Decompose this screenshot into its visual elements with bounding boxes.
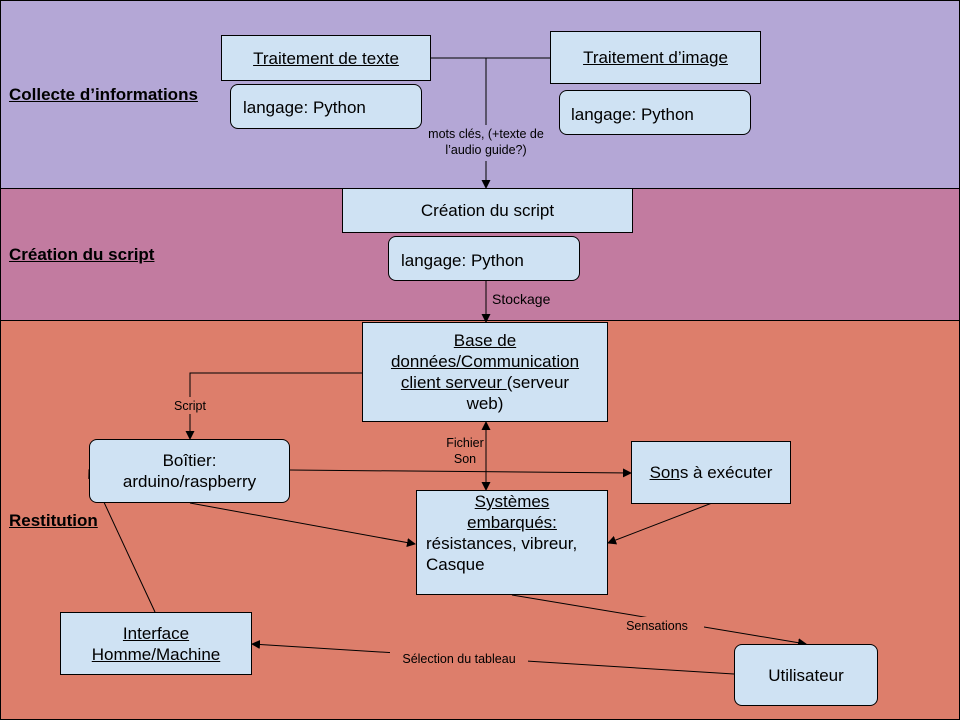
edge-script bbox=[185, 372, 362, 440]
node-text-processing: Traitement de texte bbox=[221, 35, 431, 81]
edge-box-sounds bbox=[288, 468, 632, 478]
node-hmi-line1: Interface bbox=[122, 623, 190, 643]
edge-label-file-line2: Son bbox=[453, 452, 477, 466]
node-embedded-systems: Systèmes embarqués: résistances, vibreur… bbox=[416, 490, 608, 595]
node-embedded-line2: embarqués: bbox=[467, 513, 557, 532]
node-database: Base de données/Communication client ser… bbox=[362, 322, 608, 422]
node-script-language: langage: Python bbox=[388, 236, 580, 281]
node-script-creation: Création du script bbox=[342, 188, 633, 233]
band-label-collecte: Collecte d’informations bbox=[9, 85, 198, 104]
node-image-processing-label: Traitement d’image bbox=[583, 48, 728, 67]
node-embedded-line1: Systèmes bbox=[474, 492, 550, 511]
node-sounds: Sons à exécuter bbox=[631, 441, 791, 504]
node-script-language-label: langage: Python bbox=[401, 251, 524, 270]
node-database-line2: données/Communication bbox=[390, 352, 580, 371]
node-database-line1: Base de bbox=[453, 331, 517, 350]
node-text-language-label: langage: Python bbox=[243, 98, 366, 117]
node-hmi-text: Interface Homme/Machine bbox=[92, 623, 221, 665]
node-database-line3-underlined: client serveur bbox=[400, 373, 507, 392]
node-sounds-label: Sons à exécuter bbox=[650, 462, 773, 483]
node-boitier-line1: Boîtier: bbox=[162, 451, 217, 470]
edge-label-keywords: mots clés, (+texte de l’audio guide?) bbox=[414, 126, 558, 158]
band-label-restitution: Restitution bbox=[9, 511, 98, 530]
node-script-creation-label: Création du script bbox=[420, 201, 555, 220]
node-boitier-line2: arduino/raspberry bbox=[122, 472, 257, 491]
edge-label-selection: Sélection du tableau bbox=[402, 652, 516, 666]
node-user: Utilisateur bbox=[734, 644, 878, 706]
node-text-processing-label: Traitement de texte bbox=[253, 48, 399, 68]
node-database-line3: client serveur (serveur bbox=[391, 372, 579, 393]
node-sounds-underlined: Son bbox=[649, 463, 680, 482]
edge-label-file-sound: Fichier Son bbox=[440, 435, 490, 467]
edge-label-file-line1: Fichier bbox=[446, 436, 484, 450]
edge-box-embedded bbox=[189, 502, 416, 547]
edge-label-bg-file bbox=[440, 434, 484, 468]
node-boitier: Boîtier: arduino/raspberry bbox=[89, 439, 290, 503]
edge-sounds-embedded bbox=[607, 502, 713, 545]
edge-label-storage: Stockage bbox=[492, 291, 551, 307]
node-user-label: Utilisateur bbox=[768, 665, 844, 685]
node-sounds-rest: s à exécuter bbox=[679, 463, 773, 482]
edge-label-bg-selection bbox=[390, 650, 528, 668]
node-hmi: Interface Homme/Machine bbox=[60, 612, 252, 675]
edge-label-bg-script bbox=[168, 397, 212, 414]
node-image-processing: Traitement d’image bbox=[550, 31, 761, 84]
edge-label-script: Script bbox=[174, 399, 206, 413]
node-database-text: Base de données/Communication client ser… bbox=[391, 330, 579, 414]
edge-label-keywords-line2: l’audio guide?) bbox=[445, 143, 527, 157]
band-label-creation: Création du script bbox=[9, 245, 155, 264]
node-boitier-text: Boîtier: arduino/raspberry bbox=[123, 450, 256, 492]
node-image-language: langage: Python bbox=[559, 90, 751, 135]
edge-label-bg-sensations bbox=[610, 617, 704, 635]
edge-label-bg-keywords bbox=[419, 125, 553, 161]
node-database-line3-rest: (serveur bbox=[506, 373, 570, 392]
node-embedded-line3: résistances, vibreur, bbox=[426, 534, 578, 553]
node-database-line4: web) bbox=[466, 394, 504, 413]
edge-label-sensations: Sensations bbox=[626, 619, 688, 633]
edge-label-keywords-line1: mots clés, (+texte de bbox=[428, 127, 544, 141]
node-hmi-line2: Homme/Machine bbox=[91, 644, 221, 664]
node-embedded-line4: Casque bbox=[426, 555, 485, 574]
node-image-language-label: langage: Python bbox=[571, 105, 694, 124]
node-text-language: langage: Python bbox=[230, 84, 422, 129]
